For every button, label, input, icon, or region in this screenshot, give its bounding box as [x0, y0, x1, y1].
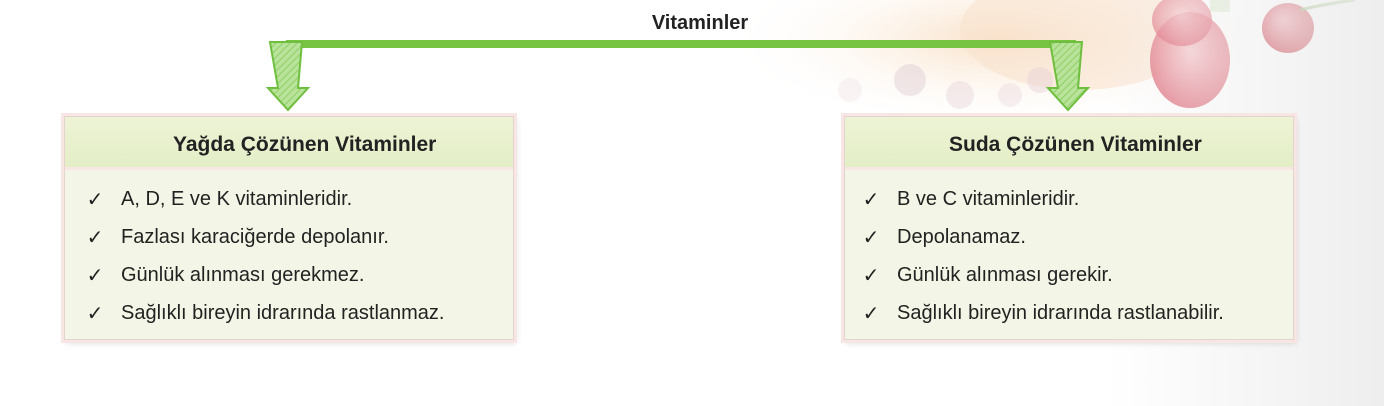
list-item: ✓ Depolanamaz.: [845, 218, 1293, 256]
list-item: ✓ Sağlıklı bireyin idrarında rastlanmaz.: [65, 294, 513, 332]
fat-soluble-card: Yağda Çözünen Vitaminler ✓ A, D, E ve K …: [64, 116, 514, 340]
list-item-text: Sağlıklı bireyin idrarında rastlanabilir…: [897, 301, 1224, 324]
list-item-text: A, D, E ve K vitaminleridir.: [121, 187, 353, 210]
list-item: ✓ A, D, E ve K vitaminleridir.: [65, 180, 513, 218]
list-item-text: Sağlıklı bireyin idrarında rastlanmaz.: [121, 301, 445, 324]
water-soluble-heading: Suda Çözünen Vitaminler: [845, 117, 1293, 170]
list-item: ✓ Günlük alınması gerekmez.: [65, 256, 513, 294]
list-item-text: Günlük alınması gerekir.: [897, 263, 1113, 286]
check-icon: ✓: [862, 188, 880, 211]
water-soluble-list: ✓ B ve C vitaminleridir. ✓ Depolanamaz. …: [845, 170, 1293, 332]
list-item: ✓ Günlük alınması gerekir.: [845, 256, 1293, 294]
check-icon: ✓: [86, 188, 104, 211]
water-soluble-card: Suda Çözünen Vitaminler ✓ B ve C vitamin…: [844, 116, 1294, 340]
list-item-text: B ve C vitaminleridir.: [897, 187, 1080, 210]
right-down-arrow: [1045, 41, 1091, 112]
left-down-arrow: [265, 41, 311, 112]
fat-soluble-heading: Yağda Çözünen Vitaminler: [65, 117, 513, 170]
list-item-text: Fazlası karaciğerde depolanır.: [121, 225, 389, 248]
check-icon: ✓: [86, 226, 104, 249]
list-item-text: Depolanamaz.: [897, 225, 1026, 248]
list-item-text: Günlük alınması gerekmez.: [121, 263, 365, 286]
check-icon: ✓: [862, 264, 880, 287]
check-icon: ✓: [86, 302, 104, 325]
fat-soluble-list: ✓ A, D, E ve K vitaminleridir. ✓ Fazlası…: [65, 170, 513, 332]
diagram-title: Vitaminler: [651, 12, 749, 34]
check-icon: ✓: [86, 264, 104, 287]
list-item: ✓ Fazlası karaciğerde depolanır.: [65, 218, 513, 256]
list-item: ✓ Sağlıklı bireyin idrarında rastlanabil…: [845, 294, 1293, 332]
check-icon: ✓: [862, 302, 880, 325]
list-item: ✓ B ve C vitaminleridir.: [845, 180, 1293, 218]
check-icon: ✓: [862, 226, 880, 249]
connector-bar: [286, 40, 1076, 48]
